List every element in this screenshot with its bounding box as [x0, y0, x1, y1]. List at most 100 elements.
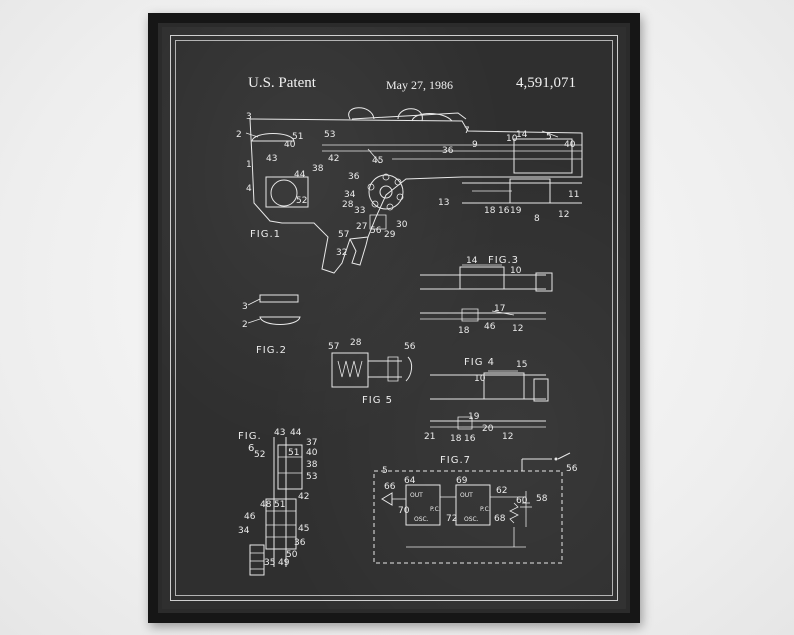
- fig6-drawing: [250, 437, 302, 575]
- fig4-drawing: [430, 371, 548, 429]
- fig1-label-52: 52: [296, 196, 307, 206]
- fig4-label-19: 19: [468, 412, 480, 422]
- fig7-label-58: 58: [536, 494, 548, 504]
- fig7-label-70: 70: [398, 506, 410, 516]
- fig6-label-34: 34: [238, 526, 250, 536]
- fig4-label-20: 20: [482, 424, 494, 434]
- fig1-label-29: 29: [384, 230, 396, 240]
- fig7-label-pc2: P.C.: [480, 506, 491, 513]
- fig6-caption-b: 6: [248, 443, 255, 454]
- fig6-label-43: 43: [274, 428, 285, 438]
- fig7-label-68: 68: [494, 514, 506, 524]
- fig1-label-3: 3: [246, 112, 252, 122]
- fig3-label-17: 17: [494, 304, 505, 314]
- fig7-label-out1: OUT: [410, 492, 423, 499]
- fig6-label-44: 44: [290, 428, 302, 438]
- fig1-label-7: 7: [464, 126, 470, 136]
- fig7-label-56: 56: [566, 464, 578, 474]
- fig6-label-48: 48: [260, 500, 272, 510]
- fig5-caption: FIG 5: [362, 395, 393, 406]
- fig7-label-64: 64: [404, 476, 416, 486]
- fig7-label-66: 66: [384, 482, 396, 492]
- fig1-label-5: 5: [546, 132, 552, 142]
- fig1-label-28: 28: [342, 200, 354, 210]
- fig6-label-36: 36: [294, 538, 306, 548]
- fig6-label-38: 38: [306, 460, 318, 470]
- fig1-label-12: 12: [558, 210, 569, 220]
- fig2-caption: FIG.2: [256, 345, 287, 356]
- fig1-label-19: 19: [510, 206, 522, 216]
- fig1-label-45: 45: [372, 156, 383, 166]
- fig1-label-36: 36: [348, 172, 360, 182]
- fig7-caption: FIG.7: [440, 455, 471, 466]
- fig1-label-40b: 40: [564, 140, 576, 150]
- fig5-label-57: 57: [328, 342, 339, 352]
- fig1-label-4: 4: [246, 184, 252, 194]
- fig1-label-18: 18: [484, 206, 496, 216]
- fig1-label-51: 51: [292, 132, 303, 142]
- fig6-label-49: 49: [278, 558, 290, 568]
- fig1-label-57: 57: [338, 230, 349, 240]
- fig6-label-51: 51: [288, 448, 299, 458]
- fig1-label-40: 40: [284, 140, 296, 150]
- frame-mat: U.S. Patent May 27, 1986 4,591,071: [158, 23, 630, 613]
- fig1-label-14: 14: [516, 130, 528, 140]
- fig1-label-42: 42: [328, 154, 339, 164]
- fig3-label-10: 10: [510, 266, 522, 276]
- fig1-label-11: 11: [568, 190, 579, 200]
- fig3-label-14: 14: [466, 256, 478, 266]
- fig7-label-osc2: OSC.: [464, 516, 479, 523]
- fig4-caption: FIG 4: [464, 357, 495, 368]
- fig7-label-62: 62: [496, 486, 507, 496]
- fig1-label-2: 2: [236, 130, 242, 140]
- fig2-label-3: 3: [242, 302, 248, 312]
- fig2-label-2: 2: [242, 320, 248, 330]
- fig6-label-51b: 51: [274, 500, 285, 510]
- fig1-label-43: 43: [266, 154, 277, 164]
- fig1-label-32: 32: [336, 248, 347, 258]
- fig6-label-50: 50: [286, 550, 298, 560]
- fig1-caption: FIG.1: [250, 229, 281, 240]
- inner-border: [175, 40, 613, 596]
- fig6-label-52: 52: [254, 450, 265, 460]
- fig6-label-37: 37: [306, 438, 317, 448]
- fig7-label-60: 60: [516, 496, 528, 506]
- fig1-label-9: 9: [472, 140, 478, 150]
- fig6-label-35: 35: [264, 558, 275, 568]
- fig1-label-44: 44: [294, 170, 306, 180]
- fig3-label-12: 12: [512, 324, 523, 334]
- fig2-drawing: [248, 295, 300, 325]
- fig7-label-5: 5: [382, 466, 388, 476]
- fig4-label-15: 15: [516, 360, 527, 370]
- fig1-label-1: 1: [246, 160, 252, 170]
- fig7-label-pc1: P.C.: [430, 506, 441, 513]
- fig4-label-21: 21: [424, 432, 435, 442]
- fig1-label-13: 13: [438, 198, 449, 208]
- fig5-drawing: [332, 353, 412, 387]
- fig6-label-45: 45: [298, 524, 309, 534]
- fig3-label-46: 46: [484, 322, 496, 332]
- patent-date: May 27, 1986: [386, 78, 453, 92]
- fig6-caption-a: FIG.: [238, 431, 262, 442]
- fig4-label-18: 18: [450, 434, 462, 444]
- fig7-label-out2: OUT: [460, 492, 473, 499]
- fig7-label-69: 69: [456, 476, 468, 486]
- fig5-label-28: 28: [350, 338, 362, 348]
- fig6-label-42: 42: [298, 492, 309, 502]
- fig1-label-27: 27: [356, 222, 367, 232]
- fig1-label-16: 16: [498, 206, 510, 216]
- fig1-label-8: 8: [534, 214, 540, 224]
- fig1-label-30: 30: [396, 220, 408, 230]
- fig1-gun-drawing: [246, 108, 582, 273]
- picture-frame: U.S. Patent May 27, 1986 4,591,071: [148, 13, 640, 623]
- fig6-label-46: 46: [244, 512, 256, 522]
- fig4-label-16: 16: [464, 434, 476, 444]
- patent-number: 4,591,071: [516, 75, 576, 91]
- fig1-label-34: 34: [344, 190, 356, 200]
- fig1-label-38: 38: [312, 164, 324, 174]
- fig3-caption: FIG.3: [488, 255, 519, 266]
- patent-print: U.S. Patent May 27, 1986 4,591,071: [162, 27, 626, 609]
- fig3-label-18: 18: [458, 326, 470, 336]
- patent-label: U.S. Patent: [248, 75, 316, 91]
- fig6-label-40: 40: [306, 448, 318, 458]
